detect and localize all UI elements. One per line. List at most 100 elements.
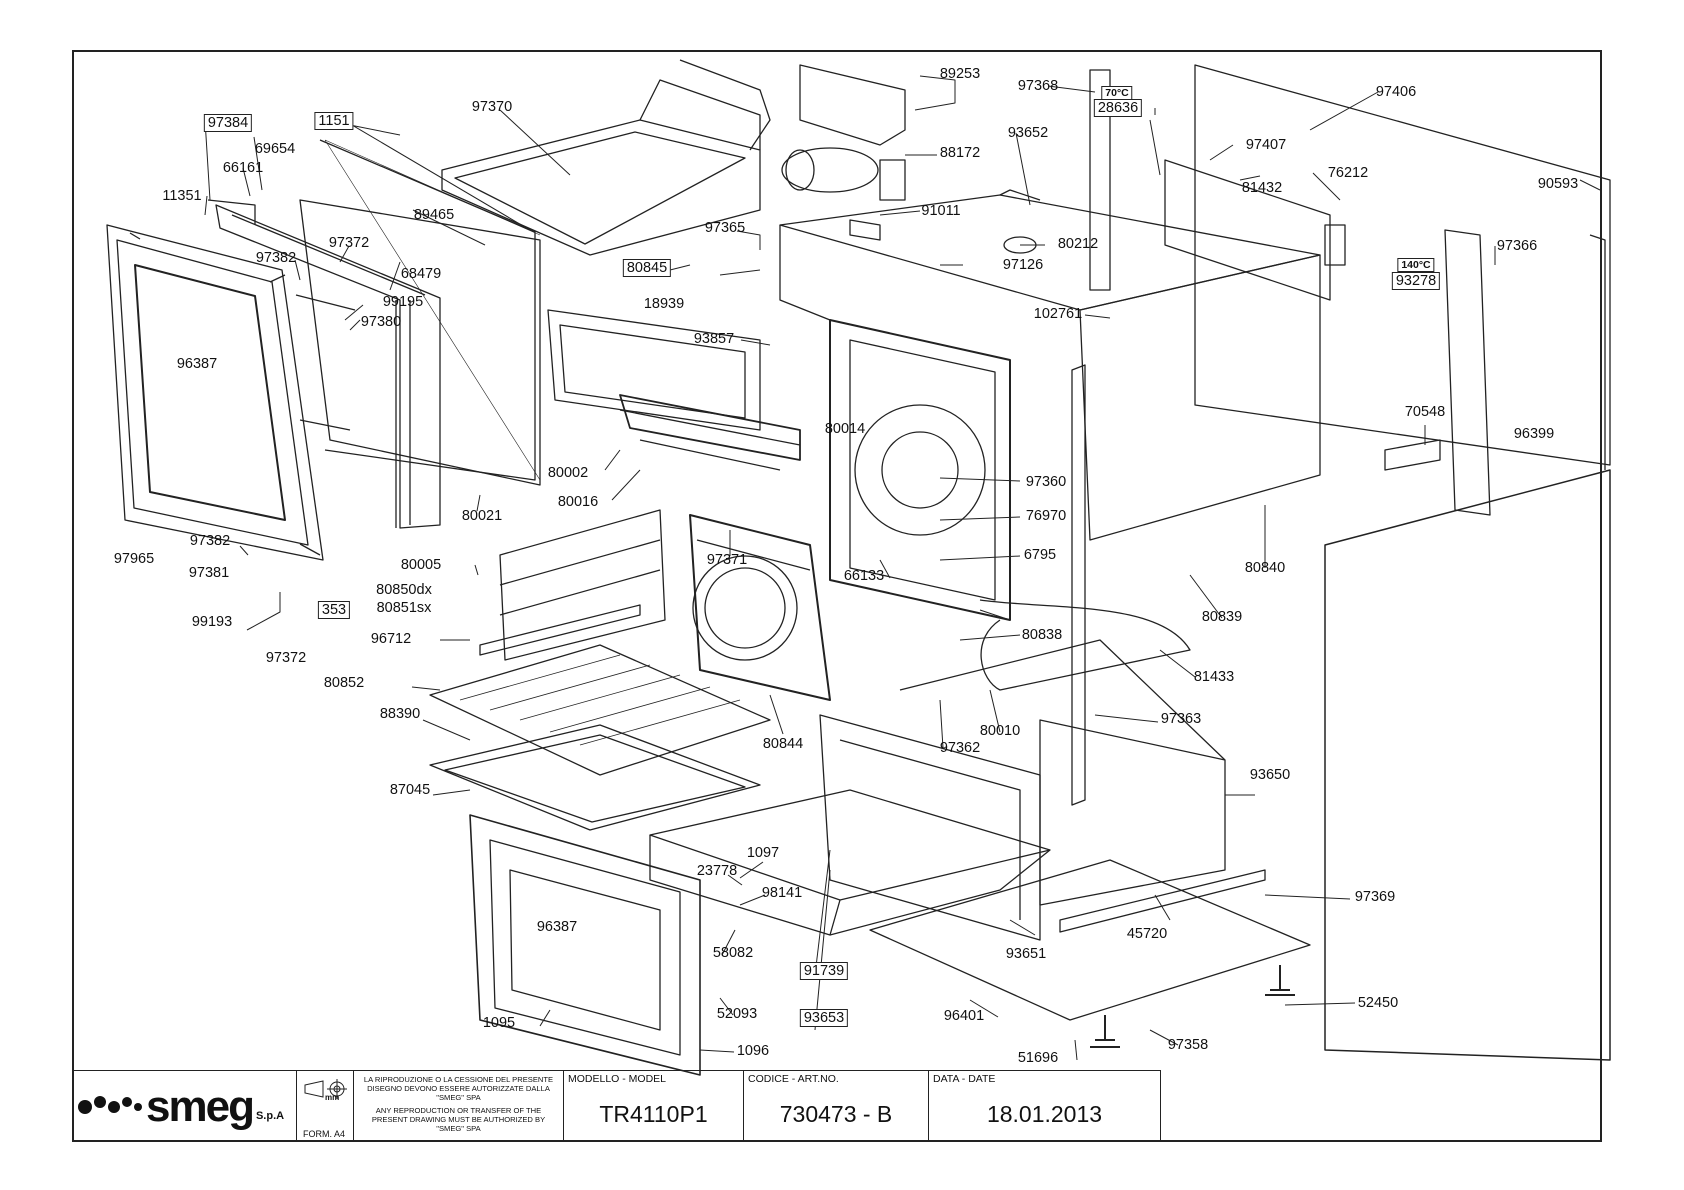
callout-76970: 76970 [1025,508,1067,524]
copyright-note-it: LA RIPRODUZIONE O LA CESSIONE DEL PRESEN… [363,1075,554,1102]
oven-cavity-outline [779,189,1321,621]
code-field: CODICE - ART.NO. 730473 - B [744,1070,929,1142]
base-plinth-outline [899,639,1226,906]
top-cover-outline [441,59,771,256]
callout-97382: 97382 [255,250,297,266]
callout-97372-hinge: 97372 [265,650,307,666]
callout-96401: 96401 [943,1008,985,1024]
callout-80016: 80016 [557,494,599,510]
callout-28636: 28636 [1093,99,1143,117]
callout-88172: 88172 [939,145,981,161]
callout-97382-hinge: 97382 [189,533,231,549]
callout-80851sx: 80851sx [376,600,432,616]
callout-102761: 102761 [1033,306,1083,322]
side-panel-outline [1194,64,1611,1061]
callout-68479: 68479 [400,266,442,282]
heating-element-outline [619,394,1191,691]
model-value: TR4110P1 [599,1101,708,1127]
callout-80014: 80014 [824,421,866,437]
callout-97965: 97965 [113,551,155,567]
callout-1097: 1097 [746,845,780,861]
date-value: 18.01.2013 [986,1101,1103,1127]
callout-90593: 90593 [1537,176,1579,192]
callout-353: 353 [317,601,351,619]
callout-80840: 80840 [1244,560,1286,576]
callout-97407: 97407 [1245,137,1287,153]
callout-1096: 1096 [736,1043,770,1059]
callout-80002: 80002 [547,465,589,481]
copyright-note: LA RIPRODUZIONE O LA CESSIONE DEL PRESEN… [354,1070,564,1142]
base-plate-outline [869,859,1311,1021]
fan-motor-outline [781,64,906,241]
callout-96387-door: 96387 [176,356,218,372]
callout-66161: 66161 [222,160,264,176]
temp-badge-70c: 70°C [1101,86,1133,100]
temp-badge-140c: 140°C [1397,258,1435,272]
callout-93650: 93650 [1249,767,1291,783]
callout-70548: 70548 [1404,404,1446,420]
callout-97363: 97363 [1160,711,1202,727]
callout-81433: 81433 [1193,669,1235,685]
callout-98141: 98141 [761,885,803,901]
callout-80005: 80005 [400,557,442,573]
projection-symbol-icon [304,1079,347,1099]
brand-suffix: S.p.A [255,1109,285,1122]
callout-1095: 1095 [482,1015,516,1031]
copyright-note-en: ANY REPRODUCTION OR TRANSFER OF THE PRES… [371,1106,546,1133]
date-field: DATA - DATE 18.01.2013 [929,1070,1161,1142]
callout-1151: 1151 [314,112,354,130]
callout-87045: 87045 [389,782,431,798]
foot-outline [1090,965,1295,1048]
side-rail-outline [1059,69,1266,933]
callout-97360: 97360 [1025,474,1067,490]
code-caption: CODICE - ART.NO. [748,1073,839,1085]
drawer-box-outline [649,789,1051,936]
drawing-frame [72,50,1602,1142]
callout-89465: 89465 [413,207,455,223]
callout-97406: 97406 [1375,84,1417,100]
callout-91011: 91011 [921,203,961,219]
callout-93652: 93652 [1007,125,1049,141]
callout-96399: 96399 [1513,426,1555,442]
title-block: smeg S.p.A mm FORM. A4 LA RIPRODUZIONE O… [72,1070,1161,1142]
callout-69654: 69654 [254,141,296,157]
callout-97362: 97362 [939,740,981,756]
door-inner-frame-outline [207,199,441,529]
callout-80850dx: 80850dx [376,582,432,598]
terminal-block-outline [1384,439,1441,471]
callout-52450: 52450 [1357,995,1399,1011]
callout-97366: 97366 [1496,238,1538,254]
callout-97368: 97368 [1017,78,1059,94]
callout-93653: 93653 [799,1009,849,1027]
callout-97365: 97365 [704,220,746,236]
callout-97371: 97371 [706,552,748,568]
oven-door-outline [106,224,324,561]
callout-66133: 66133 [843,568,885,584]
callout-88390: 88390 [379,706,421,722]
callout-18939: 18939 [643,296,685,312]
callout-80852: 80852 [323,675,365,691]
baking-tray-outline [429,724,761,831]
callout-97370: 97370 [471,99,513,115]
callout-99193: 99193 [191,614,233,630]
model-caption: MODELLO - MODEL [568,1073,667,1085]
callout-80839: 80839 [1201,609,1243,625]
callout-97372: 97372 [328,235,370,251]
callout-93857: 93857 [693,331,735,347]
brand-logo: smeg S.p.A [72,1070,297,1142]
callout-91739: 91739 [799,962,849,980]
wire-rack-outline [429,644,771,776]
callout-80844: 80844 [762,736,804,752]
callout-97369: 97369 [1354,889,1396,905]
callout-96712: 96712 [370,631,412,647]
callout-89253: 89253 [939,66,981,82]
callout-97380: 97380 [360,314,402,330]
callout-93278: 93278 [1391,272,1441,290]
callout-97381: 97381 [188,565,230,581]
grill-pan-outline [547,309,761,431]
callout-80212: 80212 [1057,236,1099,252]
callout-45720: 45720 [1126,926,1168,942]
drawer-frame-outline [819,714,1041,941]
callout-97384: 97384 [203,114,253,132]
